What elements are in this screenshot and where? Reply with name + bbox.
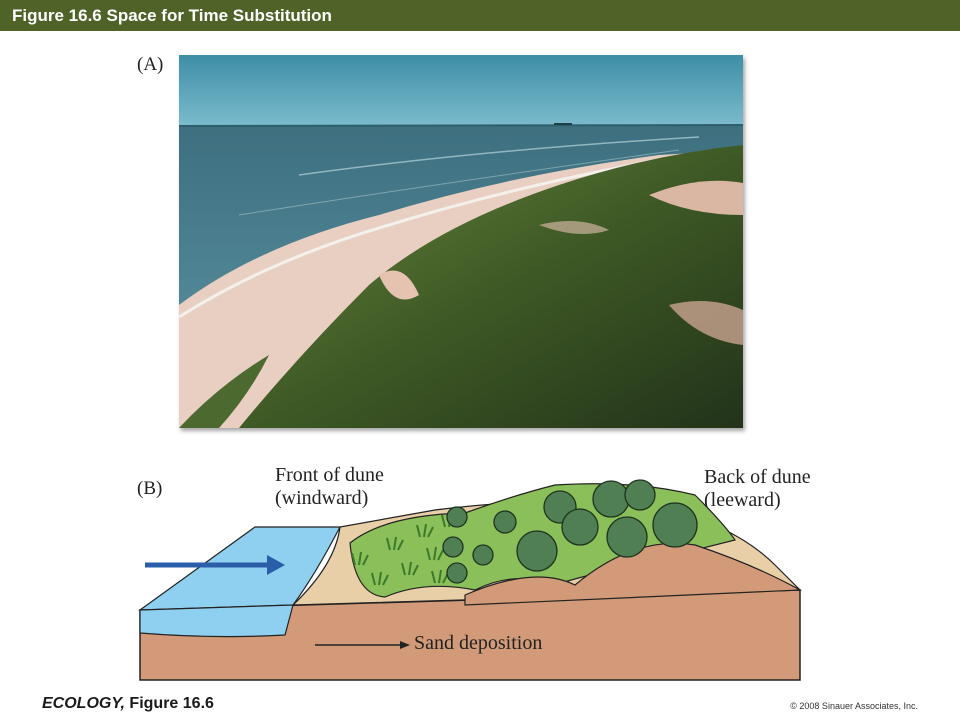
title-bar: Figure 16.6 Space for Time Substitution	[0, 0, 960, 31]
front-of-dune-label: Front of dune (windward)	[275, 464, 384, 509]
sand-arrow-head	[400, 641, 410, 649]
trees	[442, 479, 698, 584]
page-title: Figure 16.6 Space for Time Substitution	[12, 6, 332, 25]
sand-deposition-label: Sand deposition	[414, 632, 543, 654]
back-of-dune-label: Back of dune (leeward)	[704, 466, 811, 511]
dune-cross-section	[138, 479, 803, 681]
water-front	[139, 604, 294, 638]
wind-arrow-head	[267, 555, 285, 575]
panel-b-label: (B)	[137, 478, 163, 499]
dune-coast-photo	[179, 55, 743, 428]
panel-a-label: (A)	[137, 54, 164, 75]
book-credit: ECOLOGY, Figure 16.6	[42, 695, 214, 712]
copyright: © 2008 Sinauer Associates, Inc.	[790, 701, 918, 711]
